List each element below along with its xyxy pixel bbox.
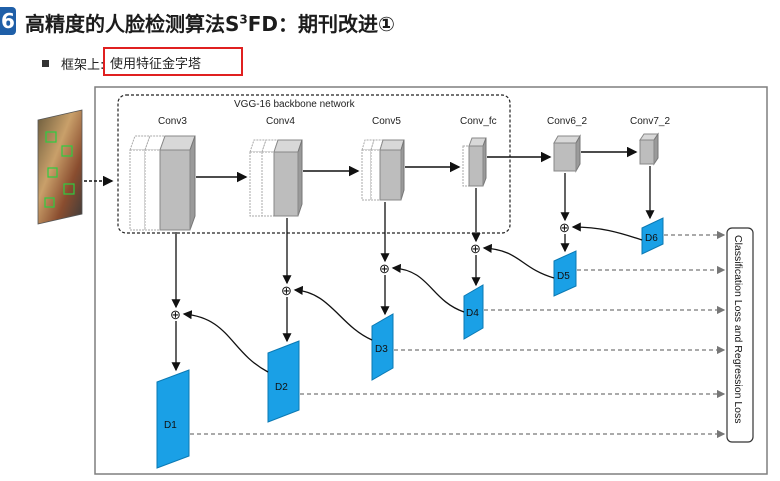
detector-label-d6: D6: [645, 233, 658, 244]
highlight-text: 使用特征金字塔: [110, 57, 202, 72]
loss-connections: [190, 230, 726, 439]
layer-label-conv-fc: Conv_fc: [460, 116, 497, 127]
sum-icon-d4: ⊕: [470, 241, 481, 256]
sum-icon-d3: ⊕: [379, 261, 390, 276]
loss-box: [726, 227, 754, 443]
input-image: [37, 109, 83, 225]
bullet-square-icon: [42, 60, 49, 67]
detector-label-d5: D5: [557, 271, 570, 282]
detector-label-d2: D2: [275, 382, 288, 393]
detector-d2: D2: [267, 340, 300, 423]
section-number-badge: 6: [0, 7, 16, 35]
conv5-block: [361, 139, 405, 201]
top-down-connections: [171, 166, 655, 373]
detector-d1: D1: [156, 369, 190, 469]
detector-d6: D6: [641, 217, 664, 255]
backbone-box: [117, 94, 511, 234]
detector-d5: D5: [553, 250, 577, 297]
layer-label-conv5: Conv5: [372, 116, 401, 127]
conv7-2-block: [639, 132, 659, 166]
title-suffix: FD：期刊改进①: [247, 12, 395, 36]
sum-icon-d5: ⊕: [559, 220, 570, 235]
conv4-block: [249, 139, 303, 217]
sum-nodes: ⊕ ⊕ ⊕ ⊕ ⊕: [170, 220, 570, 322]
slide-title: 高精度的人脸检测算法S3FD：期刊改进①: [25, 8, 395, 37]
detector-d4: D4: [463, 284, 484, 340]
detector-label-d4: D4: [466, 308, 479, 319]
layer-label-conv7-2: Conv7_2: [630, 116, 670, 127]
sum-icon-d2: ⊕: [281, 283, 292, 298]
title-prefix: 高精度的人脸检测算法S: [25, 12, 240, 36]
layer-label-conv4: Conv4: [266, 116, 295, 127]
conv3-block: [129, 135, 196, 231]
conv6-2-block: [553, 134, 581, 173]
layer-label-conv3: Conv3: [158, 116, 187, 127]
bullet-label: 框架上:: [61, 58, 105, 73]
title-superscript: 3: [239, 12, 248, 27]
sum-icon-d1: ⊕: [170, 307, 181, 322]
layer-label-conv6-2: Conv6_2: [547, 116, 587, 127]
detector-d3: D3: [371, 313, 394, 381]
backbone-label: VGG-16 backbone network: [234, 99, 356, 110]
conv-fc-block: [462, 137, 487, 187]
detector-label-d3: D3: [375, 344, 388, 355]
diagram-frame: [94, 86, 768, 475]
loss-label: Classification Loss and Regression Loss: [732, 235, 744, 424]
detector-label-d1: D1: [164, 420, 177, 431]
highlight-box: [103, 47, 243, 76]
bullet-item: 框架上:: [42, 54, 104, 73]
